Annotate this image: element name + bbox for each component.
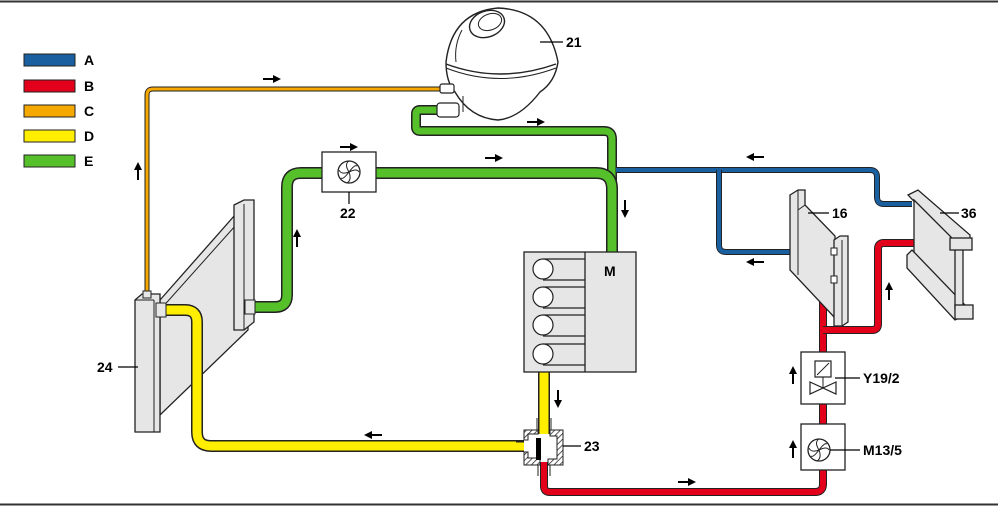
arrow-up-icon [293,229,301,247]
tank-body [445,7,559,121]
radiator-outlet-connector [155,302,167,318]
pipe-b-exch-fill [823,240,952,333]
tank-cap-inner [477,12,503,32]
tank-cap [468,9,506,39]
pipe-e-rad-fill [254,168,322,312]
arrow-left-icon [746,258,764,266]
heater-core [789,189,849,327]
auxiliary-pump [321,151,377,193]
tank-seam-2 [445,67,557,79]
label-24: 24 [97,359,113,375]
legend-label-a: A [84,52,94,68]
arrow-down-icon [554,390,562,408]
exchanger-bottom-cap [954,304,974,320]
label-m: M [604,263,616,279]
label-16: 16 [832,205,848,221]
fan-icon [807,438,831,462]
exchanger-top-cap [949,237,973,251]
legend-item-c: C [23,103,94,119]
legend-swatch-d [23,129,76,143]
radiator [134,199,255,433]
arrow-right-icon [340,143,358,151]
tank-outlet-port [436,102,460,118]
pipe-b-bottom-fill [541,462,826,495]
heat-exchanger [906,189,974,321]
pipe-a [616,167,912,255]
legend-label-e: E [84,153,93,169]
legend-item-b: B [23,78,94,94]
heater-core-tank [833,235,849,327]
pipe-c [144,86,440,297]
radiator-core-edge [159,224,237,311]
arrow-right-icon [527,118,545,126]
thermostat-element [536,438,541,460]
cylinder-3 [532,314,585,337]
legend-label-b: B [84,78,94,94]
cylinder-4 [532,343,585,366]
flow-arrows [134,75,893,486]
pipe-a-main-outline [616,167,912,207]
legend-swatch-a [23,53,76,67]
legend: A B C D E [23,52,94,169]
tank-vent-port [439,83,455,94]
radiator-inlet-connector [244,299,256,315]
label-36: 36 [961,205,977,221]
pipe-e-pump-fill [375,168,617,252]
legend-swatch-b [23,79,76,93]
arrow-left-icon [364,431,382,439]
pump-22-box [321,151,377,193]
tank-seam [445,63,557,75]
radiator-vent-connector [142,290,152,299]
pipe-c-fill [145,87,440,297]
arrow-up-icon [134,162,142,180]
expansion-tank [436,7,559,121]
arrow-right-icon [678,478,696,486]
legend-label-c: C [84,103,94,119]
pipe-a-main-fill [616,168,912,206]
pipe-e-pump-outline [375,167,618,252]
arrow-right-icon [263,75,281,83]
exchanger-post [954,247,964,309]
thermostat-housing [547,429,564,466]
engine [523,251,637,373]
cylinder-1 [532,258,585,281]
legend-item-e: E [23,153,93,169]
circulation-pump [800,423,846,471]
cylinder-2 [532,286,585,309]
label-23: 23 [584,438,600,454]
arrow-up-icon [789,366,797,384]
arrow-up-icon [789,440,797,458]
arrow-right-icon [485,154,503,162]
solenoid-valve-icon [809,360,837,395]
pipe-e-tank-fill [412,106,616,252]
thermostat [516,418,564,476]
pipe-d-rad-fill [163,305,524,451]
legend-label-d: D [84,128,94,144]
arrow-up-icon [885,282,893,300]
arrow-left-icon [746,153,764,161]
legend-item-a: A [23,52,94,68]
label-21: 21 [566,34,582,50]
legend-swatch-e [23,154,76,168]
fan-icon [337,160,361,184]
legend-item-d: D [23,128,94,144]
label-22: 22 [340,205,356,221]
label-m13-5: M13/5 [863,442,902,458]
pipe-a-branch-fill [717,170,834,254]
legend-swatch-c [23,104,76,118]
pipe-b-bottom-outline [540,462,827,496]
heater-core-panel [789,189,836,320]
tank-strap [455,29,463,63]
arrow-down-icon [621,200,629,218]
pipe-d [163,304,550,452]
label-y19-2: Y19/2 [863,370,900,386]
pipe-e [254,105,618,313]
